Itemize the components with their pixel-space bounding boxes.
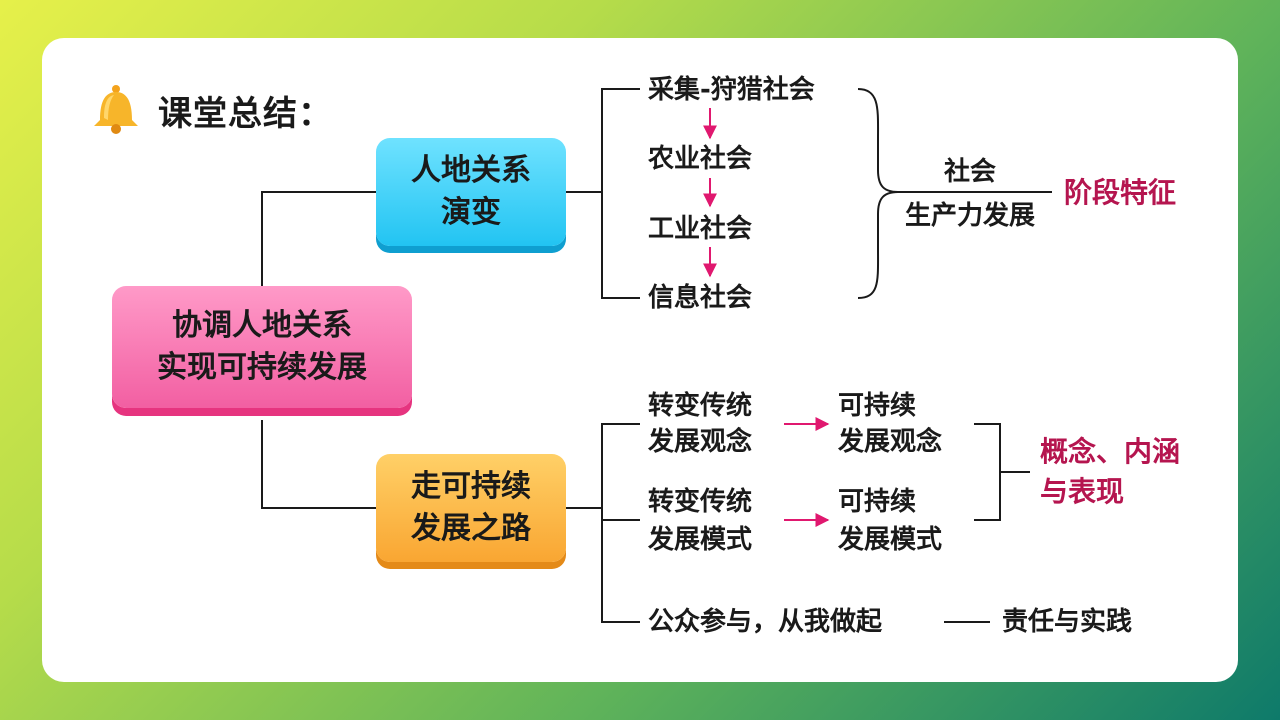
root-to-sustainable-line xyxy=(261,420,376,509)
concept-bracket xyxy=(974,423,1001,521)
stage-industry: 工业社会 xyxy=(648,214,753,244)
root-node: 协调人地关系 实现可持续发展 xyxy=(112,286,412,408)
responsibility-summary: 责任与实践 xyxy=(1002,607,1133,637)
public-participation: 公众参与，从我做起 xyxy=(648,607,883,637)
from-idea-line2: 发展观念 xyxy=(648,427,753,457)
sustainable-node: 走可持续 发展之路 xyxy=(376,454,566,562)
concept-summary-line2: 与表现 xyxy=(1040,475,1125,508)
stage-hunting: 采集-狩猎社会 xyxy=(648,75,815,105)
concept-summary-line1: 概念、内涵 xyxy=(1040,435,1181,468)
stage-agriculture: 农业社会 xyxy=(648,144,753,174)
from-idea-line1: 转变传统 xyxy=(648,391,753,421)
root-node-label: 协调人地关系 实现可持续发展 xyxy=(157,308,367,385)
from-mode-line1: 转变传统 xyxy=(648,487,753,517)
stage-information: 信息社会 xyxy=(648,283,753,313)
page-title: 课堂总结： xyxy=(158,94,333,134)
evolution-node: 人地关系 演变 xyxy=(376,138,566,246)
sustainable-node-label: 走可持续 发展之路 xyxy=(411,469,531,546)
from-mode-line2: 发展模式 xyxy=(648,525,753,555)
to-idea-line2: 发展观念 xyxy=(838,427,943,457)
driver-line1: 社会 xyxy=(943,157,996,187)
evolution-node-label: 人地关系 演变 xyxy=(411,153,531,230)
stage-summary: 阶段特征 xyxy=(1064,176,1177,209)
driver-line2: 生产力发展 xyxy=(904,201,1035,231)
to-idea-line1: 可持续 xyxy=(838,391,917,421)
evolution-bracket xyxy=(601,88,640,299)
to-mode-line2: 发展模式 xyxy=(838,525,943,555)
to-mode-line1: 可持续 xyxy=(838,487,917,517)
stage-curly-brace xyxy=(857,88,899,299)
bell-icon xyxy=(94,85,138,134)
root-to-evolution-line xyxy=(261,191,376,286)
sustainable-bracket xyxy=(601,423,640,623)
